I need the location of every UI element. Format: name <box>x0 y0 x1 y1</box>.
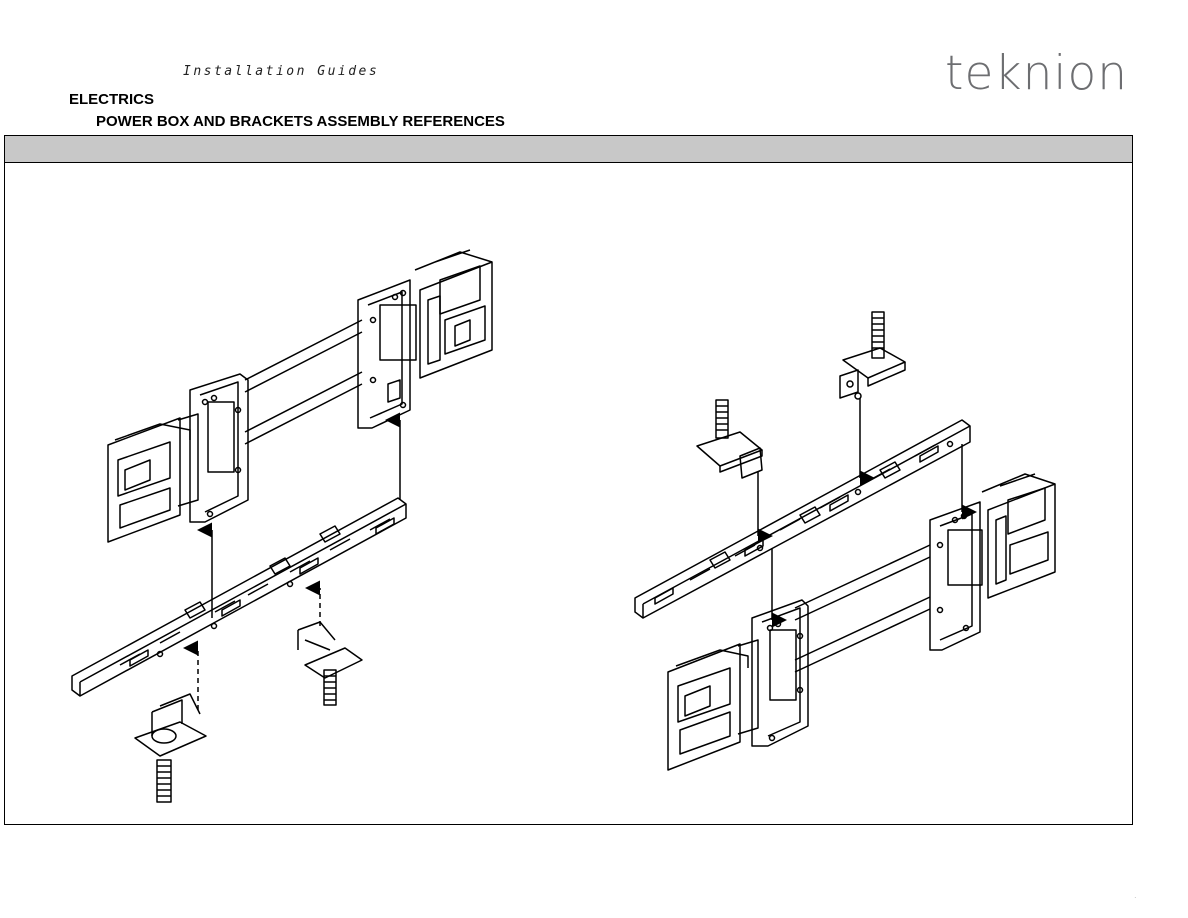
left-t-bolt-clip-2 <box>297 621 363 706</box>
diagram-frame <box>4 135 1133 825</box>
right-t-bolt-clip-1 <box>696 399 763 479</box>
page-mark: . <box>1134 894 1136 900</box>
left-arrows <box>183 412 401 710</box>
right-power-box-upper <box>929 473 1056 651</box>
brand-logo: teknion <box>945 46 1128 101</box>
section-title: ELECTRICS <box>69 91 155 108</box>
frame-header-bar <box>5 136 1132 163</box>
right-power-box-lower <box>667 599 809 771</box>
right-arrows <box>757 398 977 628</box>
right-assembly <box>634 311 1056 771</box>
right-t-bolt-clip-2 <box>839 311 906 400</box>
left-power-box-upper <box>357 249 493 429</box>
left-rails <box>244 319 363 445</box>
section-subtitle: POWER BOX AND BRACKETS ASSEMBLY REFERENC… <box>96 113 505 130</box>
right-rails <box>794 544 931 673</box>
left-assembly <box>71 249 493 803</box>
left-cross-bracket <box>71 497 407 697</box>
installation-guides-label: Installation Guides <box>183 64 380 79</box>
left-t-bolt-clip-1 <box>134 693 207 803</box>
right-cross-bracket <box>634 419 971 619</box>
left-power-box-lower <box>107 373 249 543</box>
